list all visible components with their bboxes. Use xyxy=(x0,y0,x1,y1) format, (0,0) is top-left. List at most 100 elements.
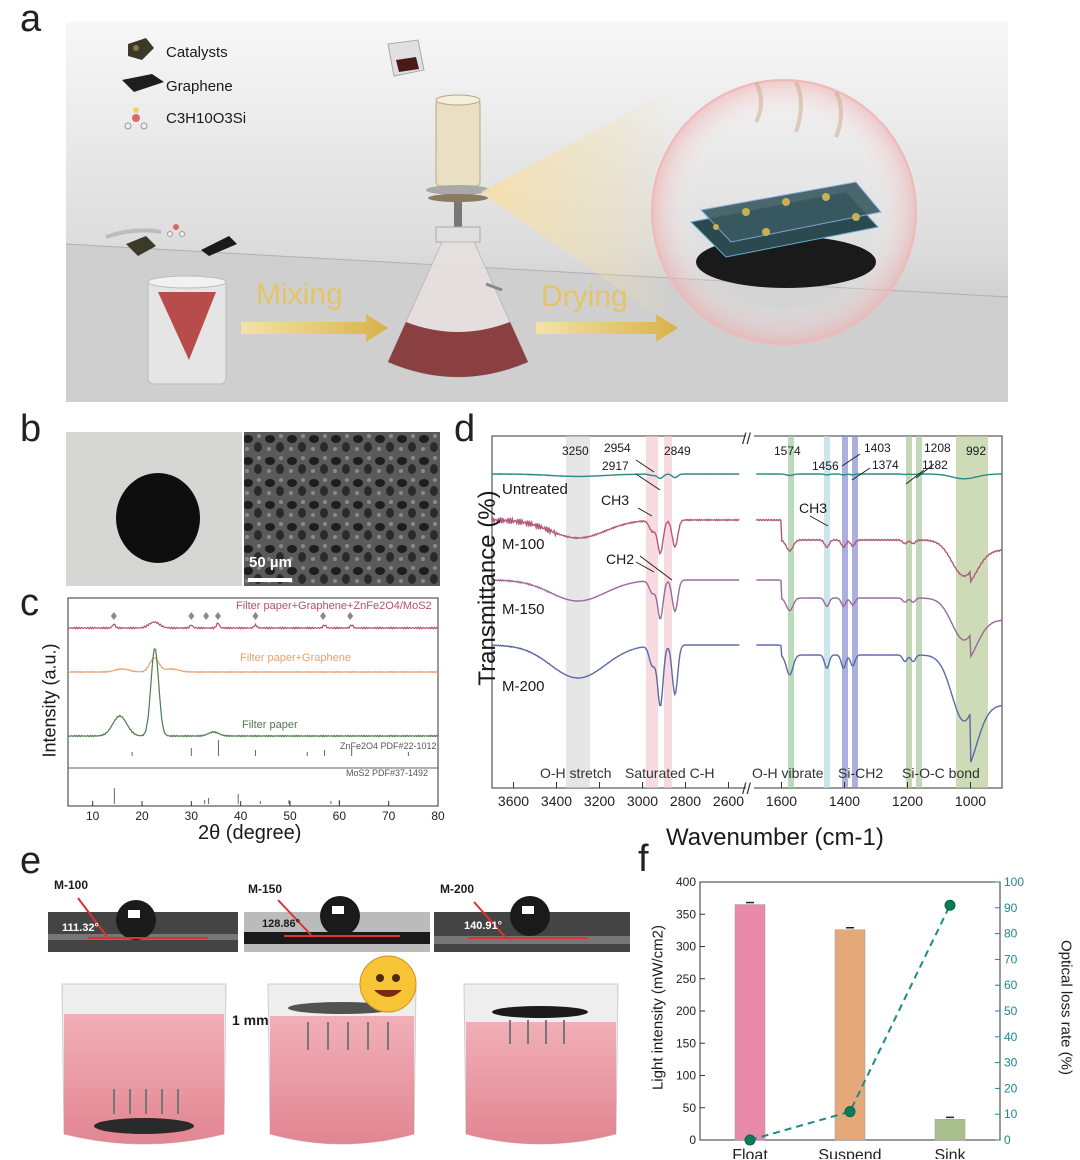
e-label-m200: M-200 xyxy=(440,882,475,896)
panel-letter-d: d xyxy=(454,408,476,450)
y-tick-label: 250 xyxy=(676,972,696,986)
panel-f-chart: 0501001502002503003504000102030405060708… xyxy=(676,875,1024,1159)
d-peak-2917: 2917 xyxy=(602,459,629,473)
xrd-curve-graphene xyxy=(67,657,439,674)
category-label: Sink xyxy=(934,1147,966,1159)
svg-text:10: 10 xyxy=(86,809,100,823)
band-sioc-1 xyxy=(906,436,912,788)
d-band-sich2: Si-CH2 xyxy=(838,765,884,781)
svg-text:40: 40 xyxy=(234,809,248,823)
e-gap-label: 1 mm xyxy=(232,1012,269,1028)
y-tick-label: 200 xyxy=(676,1004,696,1018)
c-ref1-label: ZnFe2O4 PDF#22-1012 xyxy=(340,741,437,751)
xrd-curve-filter-paper xyxy=(67,648,439,738)
ftir-curve-m200 xyxy=(491,644,1003,763)
c-xlabel: 2θ (degree) xyxy=(198,822,302,844)
d-group-ch3-b: CH3 xyxy=(799,500,828,516)
svg-text:1200: 1200 xyxy=(892,793,923,809)
bar-float xyxy=(734,904,766,1141)
y-tick-label: 400 xyxy=(676,875,696,889)
y-tick-label: 150 xyxy=(676,1036,696,1050)
d-peak-1208: 1208 xyxy=(924,441,951,455)
band-992 xyxy=(956,436,988,788)
reference-sticks xyxy=(113,740,409,804)
category-label: Suspend xyxy=(818,1147,881,1159)
svg-text://: // xyxy=(742,431,751,448)
d-label-untreated: Untreated xyxy=(502,481,568,498)
d-peak-3250: 3250 xyxy=(562,444,589,458)
beaker-m150 xyxy=(267,955,417,1145)
silane-molecule-icon xyxy=(124,107,148,130)
e-angle-m150: 128.86° xyxy=(262,918,301,930)
y2-tick-label: 10 xyxy=(1004,1107,1018,1121)
loss-rate-point xyxy=(944,899,956,911)
svg-text:2800: 2800 xyxy=(670,793,701,809)
band-oh-vibrate xyxy=(788,436,794,788)
d-ylabel: Transmittance (%) xyxy=(474,490,501,686)
chart-loss-line xyxy=(744,899,956,1146)
d-xlabel: Wavenumber (cm-1) xyxy=(666,824,884,851)
category-label: Float xyxy=(732,1147,768,1159)
legend-catalysts: Catalysts xyxy=(166,44,228,61)
e-label-m100: M-100 xyxy=(54,878,89,892)
svg-text:80: 80 xyxy=(431,809,445,823)
panel-letter-c: c xyxy=(20,582,39,624)
contact-angle-m150 xyxy=(244,896,430,952)
svg-text:1400: 1400 xyxy=(829,793,860,809)
xrd-curve-composite xyxy=(67,620,439,630)
svg-text:2600: 2600 xyxy=(713,793,744,809)
bar-suspend xyxy=(834,929,866,1141)
band-sioc-2 xyxy=(916,436,922,788)
ftir-curve-m100 xyxy=(491,516,1003,585)
svg-text:3600: 3600 xyxy=(498,793,529,809)
peak-markers xyxy=(110,612,354,620)
y-tick-label: 0 xyxy=(689,1133,696,1147)
svg-text:3200: 3200 xyxy=(584,793,615,809)
d-group-ch3-a: CH3 xyxy=(601,492,630,508)
svg-text:20: 20 xyxy=(135,809,149,823)
panel-b-photos xyxy=(66,432,440,586)
d-label-m200: M-200 xyxy=(502,678,545,695)
c-label-filter: Filter paper xyxy=(242,719,298,731)
panel-letter-e: e xyxy=(20,840,42,882)
band-si-ch2-2 xyxy=(852,436,858,788)
contact-angle-m200 xyxy=(434,896,630,952)
y2-tick-label: 30 xyxy=(1004,1056,1018,1070)
d-peak-1182: 1182 xyxy=(922,458,948,472)
f-ylabel: Light intensity (mW/cm2) xyxy=(649,924,667,1091)
ftir-curve-untreated xyxy=(491,472,1003,480)
d-peak-2954: 2954 xyxy=(604,441,631,455)
ftir-curve-m150 xyxy=(491,578,1003,659)
e-angle-m200: 140.91° xyxy=(464,920,503,932)
y2-tick-label: 0 xyxy=(1004,1133,1011,1147)
d-peak-2849: 2849 xyxy=(664,444,691,458)
legend-silane: C3H10O3Si xyxy=(166,110,247,127)
black-membrane xyxy=(116,473,200,563)
loss-rate-line xyxy=(749,904,951,1141)
legend-graphene: Graphene xyxy=(166,78,233,95)
y-tick-label: 50 xyxy=(683,1101,697,1115)
scale-bar xyxy=(248,578,292,582)
svg-text:3000: 3000 xyxy=(627,793,658,809)
arrow-drying-label: Drying xyxy=(541,280,628,313)
svg-text:70: 70 xyxy=(382,809,396,823)
beaker-m100 xyxy=(61,983,227,1145)
band-si-ch2-1 xyxy=(842,436,848,788)
d-label-m150: M-150 xyxy=(502,601,545,618)
catalyst-icon xyxy=(128,38,154,60)
y2-tick-label: 50 xyxy=(1004,1004,1018,1018)
d-band-ch: Saturated C-H xyxy=(625,765,715,781)
beaker-m200 xyxy=(463,983,619,1145)
d-peak-1456: 1456 xyxy=(812,459,839,473)
band-oh-stretch xyxy=(566,436,590,788)
svg-text:30: 30 xyxy=(185,809,199,823)
d-band-oh-vibrate: O-H vibrate xyxy=(752,765,824,781)
y2-tick-label: 80 xyxy=(1004,927,1018,941)
panel-letter-a: a xyxy=(20,0,42,40)
happy-emoji-icon xyxy=(359,955,417,1013)
d-label-m100: M-100 xyxy=(502,536,545,553)
